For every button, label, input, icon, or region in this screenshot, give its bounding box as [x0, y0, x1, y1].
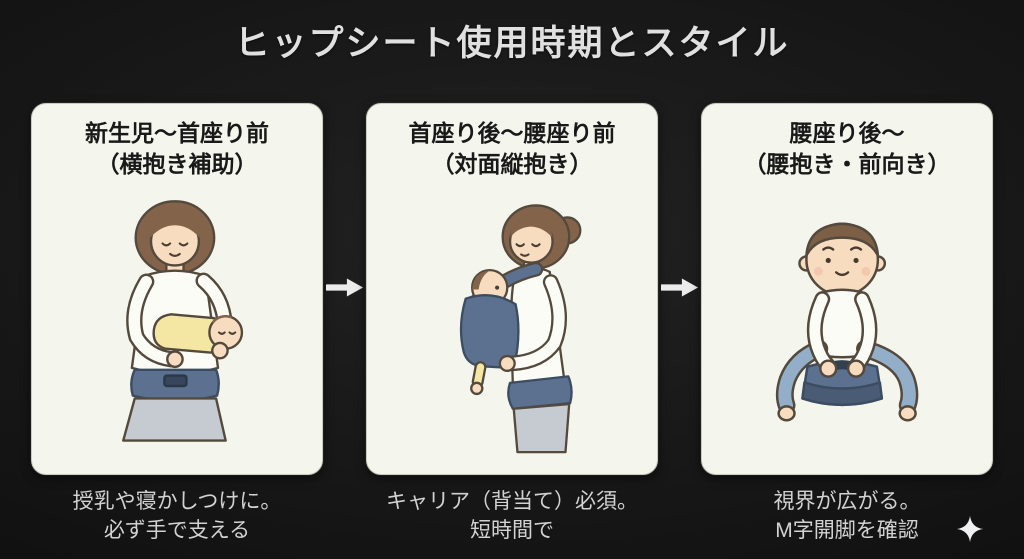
sparkle-icon [956, 515, 984, 543]
arrow-box [324, 277, 366, 298]
mother-cradling-newborn-illustration [122, 200, 244, 442]
page-title: ヒップシート使用時期とスタイル [234, 24, 790, 63]
caption-line2: 必ず手で支える [103, 518, 251, 542]
panel-heading-line2: （腰抱き・前向き） [743, 151, 951, 178]
panels-row: 新生児〜首座り前 （横抱き補助） [0, 103, 1024, 546]
caption-line2: M字開脚を確認 [775, 518, 919, 542]
panel-stage-newborn: 新生児〜首座り前 （横抱き補助） [31, 103, 323, 475]
mother-carrying-baby-in-carrier-illustration [460, 204, 582, 454]
panel-caption: 授乳や寝かしつけに。 必ず手で支える [31, 488, 323, 546]
baby-sitting-on-hip-seat-illustration [775, 222, 919, 422]
caption-line1: 視界が広がる。 [773, 490, 921, 513]
arrow-right-icon [325, 278, 363, 297]
caption-line2: 短時間で [470, 518, 554, 542]
panel-stage-pre-sitting: 首座り後〜腰座り前 （対面縦抱き） [366, 103, 658, 475]
caption-line1: キャリア（背当て）必須。 [386, 490, 638, 513]
panel-heading: 首座り後〜腰座り前 （対面縦抱き） [367, 118, 657, 180]
panel-heading-line1: 首座り後〜腰座り前 [408, 120, 616, 146]
caption-line1: 授乳や寝かしつけに。 [72, 490, 282, 513]
arrow-box [659, 277, 701, 298]
panel-stage-after-sitting: 腰座り後〜 （腰抱き・前向き） [701, 103, 993, 475]
panel-heading-line1: 新生児〜首座り前 [85, 120, 269, 146]
panel-heading-line1: 腰座り後〜 [789, 120, 905, 146]
panel-caption: 視界が広がる。 M字開脚を確認 [701, 488, 993, 546]
panel-heading-line2: （横抱き補助） [96, 151, 258, 178]
panel-heading-line2: （対面縦抱き） [431, 151, 593, 178]
panel-heading: 新生児〜首座り前 （横抱き補助） [32, 118, 322, 180]
panel-caption: キャリア（背当て）必須。 短時間で [366, 488, 658, 546]
stage-column-pre-sitting: 首座り後〜腰座り前 （対面縦抱き） [366, 103, 658, 546]
stage-column-after-sitting: 腰座り後〜 （腰抱き・前向き） [701, 103, 993, 546]
panel-heading: 腰座り後〜 （腰抱き・前向き） [702, 118, 992, 180]
stage-column-newborn: 新生児〜首座り前 （横抱き補助） [31, 103, 323, 546]
arrow-right-icon [660, 278, 698, 297]
